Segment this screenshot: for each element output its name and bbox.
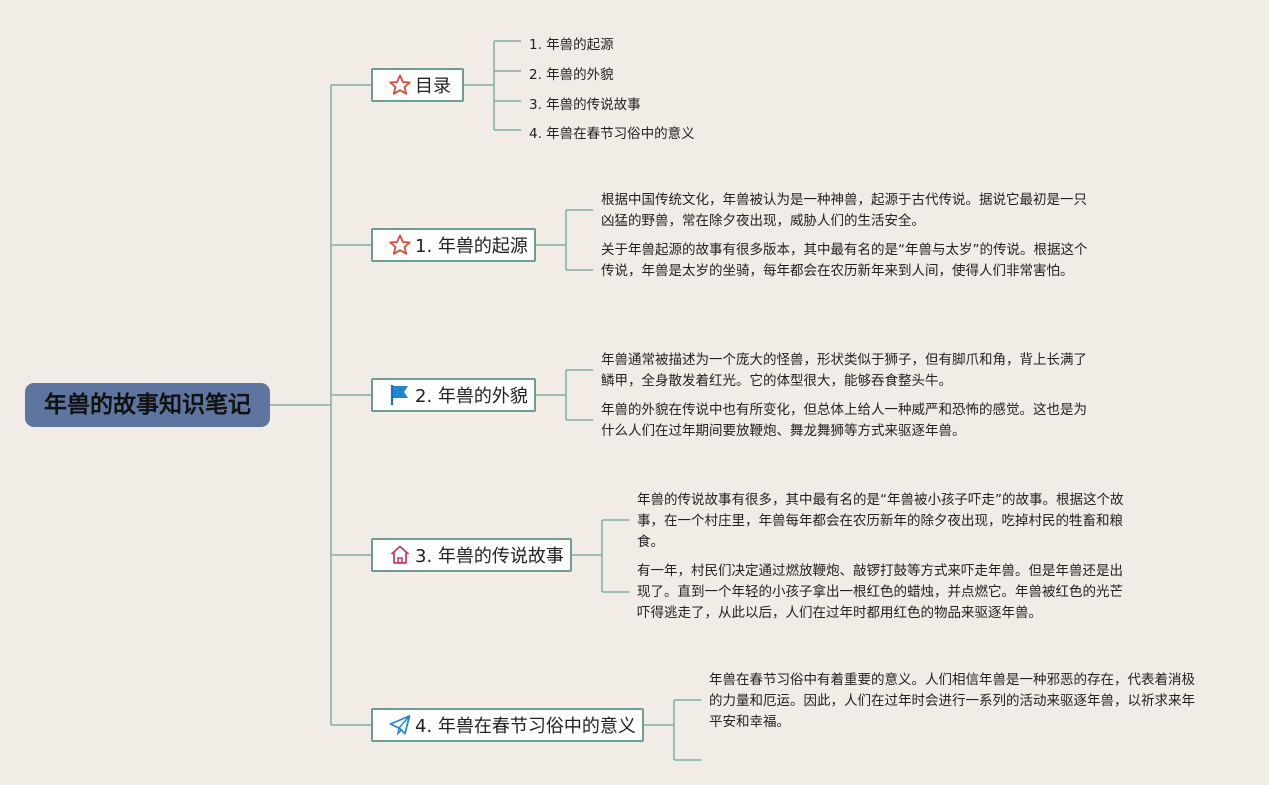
toc-item[interactable]: 1. 年兽的起源	[529, 37, 614, 53]
note-origin-2: 关于年兽起源的故事有很多版本，其中最有名的是“年兽与太岁”的传说。根据这个传说，…	[601, 242, 1088, 279]
branch-label: 3. 年兽的传说故事	[415, 546, 564, 567]
note-origin-1: 根据中国传统文化，年兽被认为是一种神兽，起源于古代传说。据说它最初是一只凶猛的野…	[601, 192, 1087, 229]
root-topic[interactable]: 年兽的故事知识笔记	[25, 383, 270, 427]
branch-label: 目录	[415, 76, 451, 97]
branch-label: 2. 年兽的外貌	[415, 386, 528, 407]
branch-appearance[interactable]: 2. 年兽的外貌	[371, 378, 536, 412]
branch-label: 1. 年兽的起源	[415, 236, 528, 257]
note-legend-2: 有一年，村民们决定通过燃放鞭炮、敲锣打鼓等方式来吓走年兽。但是年兽还是出现了。直…	[637, 563, 1123, 621]
branch-origin[interactable]: 1. 年兽的起源	[371, 228, 536, 262]
branch-label: 4. 年兽在春节习俗中的意义	[415, 716, 636, 737]
blue-flag-icon	[387, 382, 413, 408]
toc-item[interactable]: 2. 年兽的外貌	[529, 67, 614, 83]
star-outline-icon	[387, 232, 413, 258]
branch-meaning[interactable]: 4. 年兽在春节习俗中的意义	[371, 708, 644, 742]
star-outline-icon	[387, 72, 413, 98]
note-legend-1: 年兽的传说故事有很多，其中最有名的是“年兽被小孩子吓走”的故事。根据这个故事，在…	[637, 492, 1124, 550]
note-appearance-2: 年兽的外貌在传说中也有所变化，但总体上给人一种威严和恐怖的感觉。这也是为什么人们…	[601, 402, 1087, 439]
note-meaning-1: 年兽在春节习俗中有着重要的意义。人们相信年兽是一种邪恶的存在，代表着消极的力量和…	[709, 672, 1195, 730]
branch-toc[interactable]: 目录	[371, 68, 464, 102]
toc-item[interactable]: 3. 年兽的传说故事	[529, 97, 641, 113]
toc-item[interactable]: 4. 年兽在春节习俗中的意义	[529, 126, 695, 142]
paper-plane-icon	[387, 712, 413, 738]
branch-legend[interactable]: 3. 年兽的传说故事	[371, 538, 572, 572]
note-appearance-1: 年兽通常被描述为一个庞大的怪兽，形状类似于狮子，但有脚爪和角，背上长满了鳞甲，全…	[601, 352, 1087, 389]
house-icon	[387, 542, 413, 568]
